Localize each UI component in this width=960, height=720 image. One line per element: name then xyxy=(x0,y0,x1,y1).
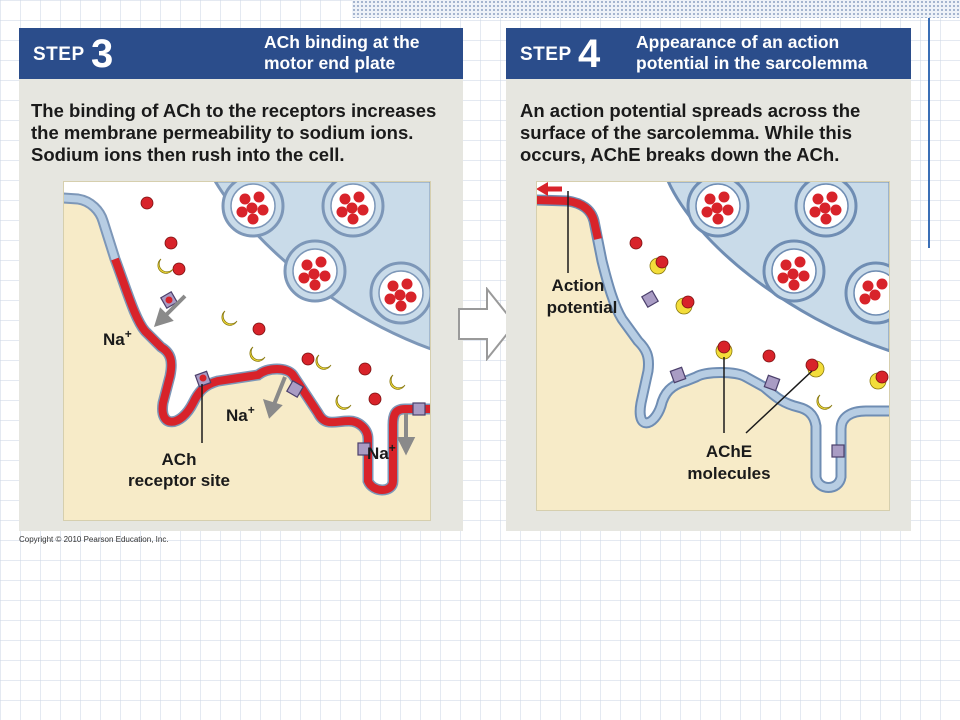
step4-header: STEP 4 Appearance of an action potential… xyxy=(506,28,911,79)
step3-step-number: 3 xyxy=(91,32,114,76)
step3-header: STEP 3 ACh binding at the motor end plat… xyxy=(19,28,463,79)
step3-description: The binding of ACh to the receptors incr… xyxy=(31,100,453,166)
ach-receptors xyxy=(159,290,426,456)
synaptic-vesicle xyxy=(283,239,347,303)
step3-step-word: STEP xyxy=(33,44,85,65)
copyright-notice: Copyright © 2010 Pearson Education, Inc. xyxy=(19,535,169,544)
step4-panel: STEP 4 Appearance of an action potential… xyxy=(506,28,911,531)
sarcolemma-resting xyxy=(536,196,890,491)
ach-molecules xyxy=(140,196,382,406)
ach-receptor-label-line2: receptor site xyxy=(128,471,230,490)
decorative-dot-bar xyxy=(352,0,960,18)
step4-title: Appearance of an action potential in the… xyxy=(636,32,867,74)
step4-description-line2: surface of the sarcolemma. While this xyxy=(520,122,853,143)
decorative-vertical-line xyxy=(928,18,930,248)
figure-border xyxy=(536,181,890,511)
na-label-1: Na+ xyxy=(103,327,132,349)
action-potential-arrow-head xyxy=(536,182,548,196)
step3-panel: STEP 3 ACh binding at the motor end plat… xyxy=(19,28,463,531)
ache-molecules xyxy=(629,236,889,410)
step3-illustration: Na+ Na+ Na+ ACh receptor site xyxy=(63,181,431,521)
na-label-3: Na+ xyxy=(367,441,396,463)
action-potential-label-line2: potential xyxy=(547,298,618,317)
step4-step-number: 4 xyxy=(578,32,601,76)
step3-description-line2: the membrane permeability to sodium ions… xyxy=(31,122,414,143)
next-step-arrow-icon xyxy=(458,287,517,361)
synaptic-vesicle xyxy=(762,239,826,303)
synaptic-vesicle xyxy=(686,181,750,238)
synaptic-vesicle xyxy=(369,261,431,325)
ache-leader-line-2 xyxy=(745,370,813,434)
sodium-influx-arrows xyxy=(153,294,416,456)
synaptic-vesicle xyxy=(844,261,890,325)
step4-description: An action potential spreads across the s… xyxy=(520,100,901,166)
step4-title-line2: potential in the sarcolemma xyxy=(636,53,868,73)
ach-receptors xyxy=(640,289,845,458)
synaptic-vesicle xyxy=(794,181,858,238)
step4-step-word: STEP xyxy=(520,44,572,65)
figure-border xyxy=(63,181,431,521)
step3-title-line2: motor end plate xyxy=(264,53,396,73)
step4-description-line1: An action potential spreads across the xyxy=(520,100,861,121)
na-label-2: Na+ xyxy=(226,403,255,425)
step3-description-line3: Sodium ions then rush into the cell. xyxy=(31,144,345,165)
step4-description-line3: occurs, AChE breaks down the ACh. xyxy=(520,144,840,165)
step3-title: ACh binding at the motor end plate xyxy=(264,32,420,74)
step3-description-line1: The binding of ACh to the receptors incr… xyxy=(31,100,437,121)
ach-receptor-label-line1: ACh xyxy=(162,450,197,469)
ache-label-line2: molecules xyxy=(687,464,770,483)
step4-illustration: Action potential AChE molecules xyxy=(536,181,890,511)
synaptic-vesicle xyxy=(321,181,385,238)
sarcolemma-depolarized xyxy=(111,257,431,494)
step4-title-line1: Appearance of an action xyxy=(636,32,840,52)
ache-molecules xyxy=(157,258,406,410)
ache-label-line1: AChE xyxy=(706,442,752,461)
synaptic-vesicle xyxy=(221,181,285,238)
action-potential-label-line1: Action xyxy=(552,276,605,295)
step3-title-line1: ACh binding at the xyxy=(264,32,420,52)
